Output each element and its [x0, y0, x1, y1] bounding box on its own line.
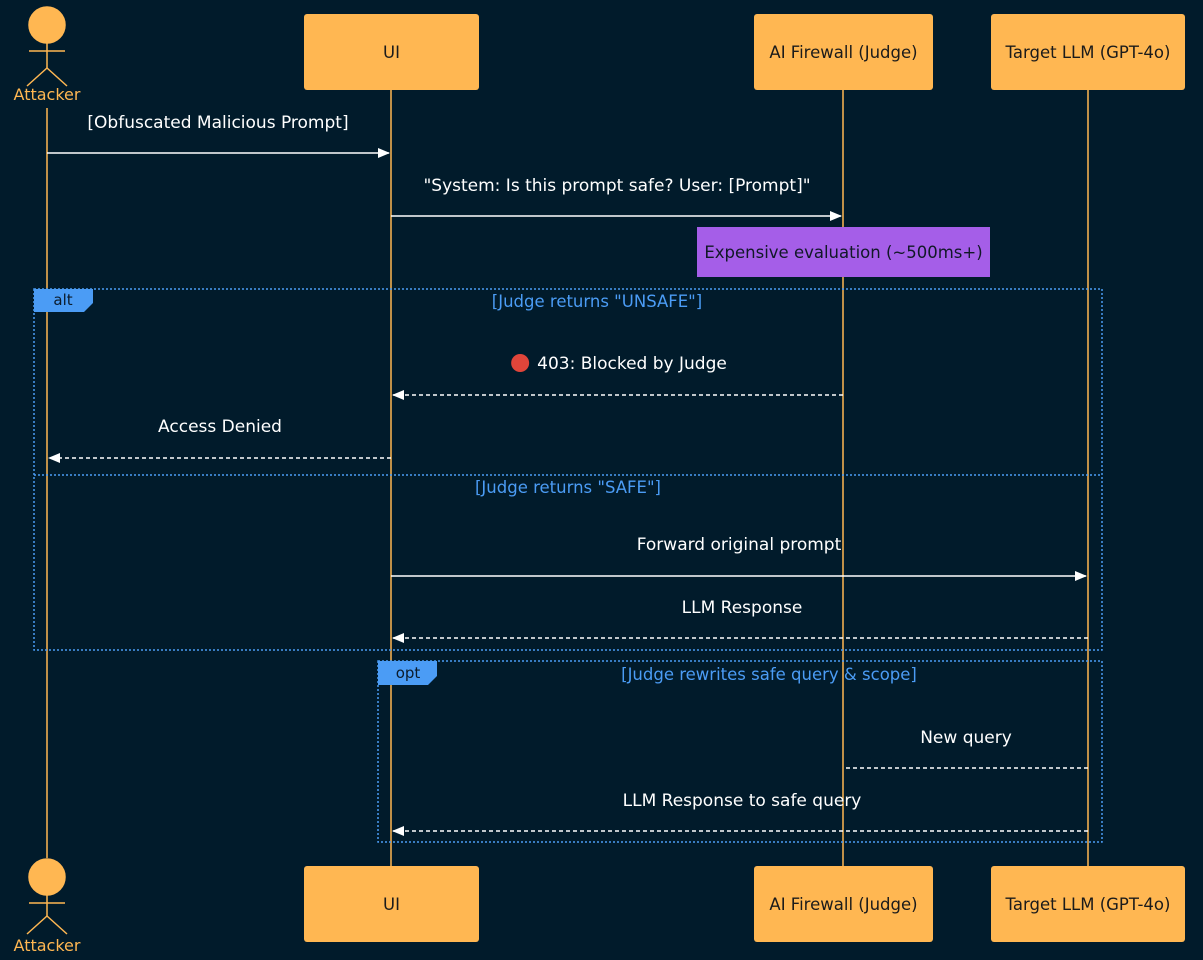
- attacker-actor-icon-bottom: [26, 858, 68, 935]
- alt-fragment-keyword: alt: [53, 291, 73, 309]
- attacker-actor-icon: [26, 6, 68, 87]
- participant-firewall-top: AI Firewall (Judge): [754, 14, 933, 90]
- message-label-m6: LLM Response: [681, 598, 803, 618]
- message-label-m3: 403: Blocked by Judge: [511, 354, 727, 374]
- opt-condition-rewrite: [Judge rewrites safe query & scope]: [621, 665, 917, 684]
- alt-fragment-frame: [33, 288, 1103, 651]
- participant-ui-label-bottom: UI: [383, 894, 400, 914]
- participant-ui-label: UI: [383, 42, 400, 62]
- message-label-m1: [Obfuscated Malicious Prompt]: [87, 113, 349, 133]
- participant-firewall-bottom: AI Firewall (Judge): [754, 866, 933, 942]
- alt-fragment-tag-bg: [34, 289, 93, 312]
- message-label-m2: "System: Is this prompt safe? User: [Pro…: [423, 176, 811, 196]
- attacker-label-bottom: Attacker: [13, 936, 81, 955]
- participant-ui-bottom: UI: [304, 866, 479, 942]
- participant-ui-top: UI: [304, 14, 479, 90]
- red-circle-icon: [511, 354, 530, 372]
- note-text: Expensive evaluation (~500ms+): [704, 242, 983, 262]
- participant-llm-bottom: Target LLM (GPT-4o): [991, 866, 1185, 942]
- message-label-m4: Access Denied: [158, 417, 282, 437]
- opt-fragment-frame: [377, 660, 1103, 843]
- opt-fragment-tag-bg: [378, 661, 437, 685]
- attacker-label: Attacker: [13, 85, 81, 104]
- participant-llm-label-bottom: Target LLM (GPT-4o): [1005, 894, 1171, 914]
- message-label-m5: Forward original prompt: [636, 535, 842, 555]
- message-label-m8: LLM Response to safe query: [622, 791, 862, 811]
- opt-fragment-keyword: opt: [395, 664, 421, 682]
- participant-llm-label: Target LLM (GPT-4o): [1005, 42, 1171, 62]
- participant-llm-top: Target LLM (GPT-4o): [991, 14, 1185, 90]
- alt-condition-safe: [Judge returns "SAFE"]: [475, 478, 661, 497]
- participant-firewall-label-bottom: AI Firewall (Judge): [769, 894, 918, 914]
- message-label-m7: New query: [920, 728, 1012, 748]
- participant-firewall-label: AI Firewall (Judge): [769, 42, 918, 62]
- alt-condition-unsafe: [Judge returns "UNSAFE"]: [491, 292, 703, 311]
- expensive-evaluation-note: Expensive evaluation (~500ms+): [697, 227, 990, 277]
- message-text-m3: 403: Blocked by Judge: [537, 354, 727, 374]
